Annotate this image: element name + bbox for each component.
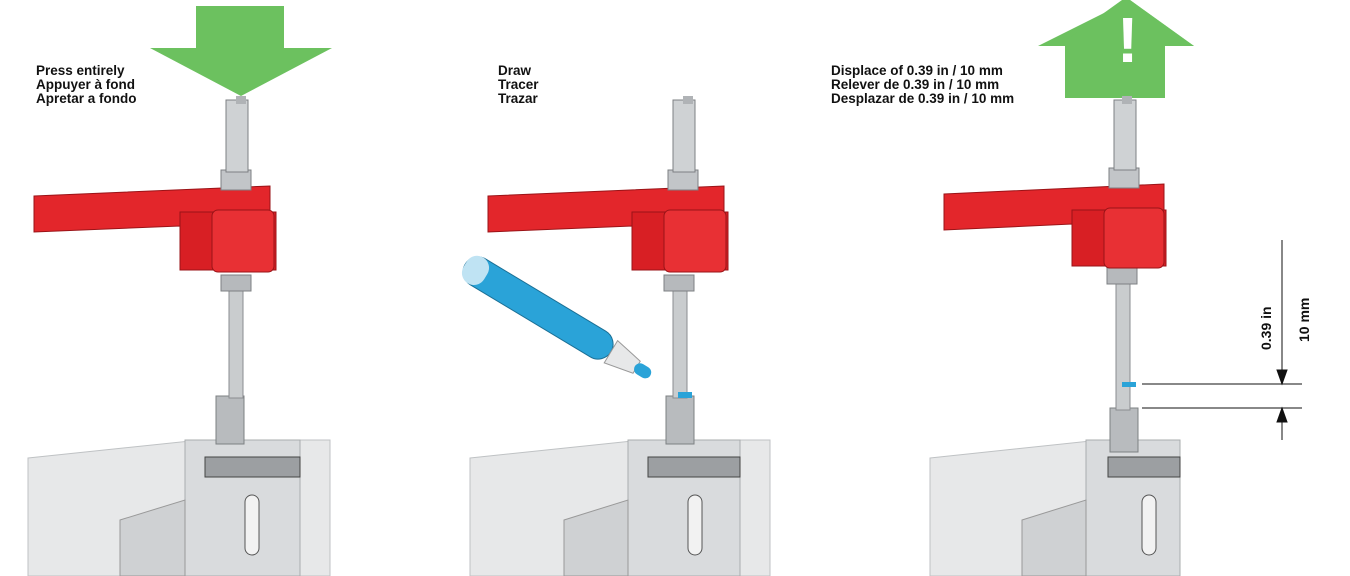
upper-shaft [1108,96,1140,189]
step-2-illustration [461,96,771,576]
caption-line-en: Displace of 0.39 in / 10 mm [831,63,1003,78]
lower-shaft [663,274,695,445]
step-2-panel: Draw Tracer Trazar [440,0,860,576]
step-1-caption: Press entirely Appuyer à fond Apretar a … [36,64,137,106]
step-1-panel: Press entirely Appuyer à fond Apretar a … [0,0,430,576]
caption-line-es: Apretar a fondo [36,91,137,106]
lower-shaft [215,274,252,445]
step-3-panel: Displace of 0.39 in / 10 mm Relever de 0… [831,0,1350,576]
caption-line-es: Trazar [498,91,538,106]
caption-line-fr: Appuyer à fond [36,77,136,92]
base-block [469,439,771,576]
caption-line-en: Press entirely [36,63,125,78]
marker-line [678,392,692,398]
caption-line-fr: Relever de 0.39 in / 10 mm [831,77,1000,92]
down-arrow-icon [150,6,332,96]
caption-line-fr: Tracer [498,77,539,92]
caption-line-es: Desplazar de 0.39 in / 10 mm [831,91,1015,106]
dimension-label-inches: 0.39 in [1258,306,1274,350]
upper-shaft [220,96,252,191]
step-2-caption: Draw Tracer Trazar [498,64,539,106]
step-1-illustration [27,6,332,576]
upper-shaft [667,96,699,191]
red-handle [33,185,277,273]
step-3-caption: Displace of 0.39 in / 10 mm Relever de 0… [831,64,1014,106]
up-arrow-warning-icon [1038,0,1194,98]
marker-pen-icon [461,255,652,379]
red-handle [943,183,1167,269]
red-handle [487,185,729,273]
dimension-label-mm: 10 mm [1296,297,1312,342]
exclamation-mark: ! [1117,4,1139,76]
caption-line-en: Draw [498,63,532,78]
marker-line [1122,382,1136,387]
base-block [27,439,331,576]
step-3-illustration [929,0,1302,576]
base-block [929,439,1181,576]
dimension-indicator [1142,240,1302,440]
lower-shaft [1106,267,1139,453]
